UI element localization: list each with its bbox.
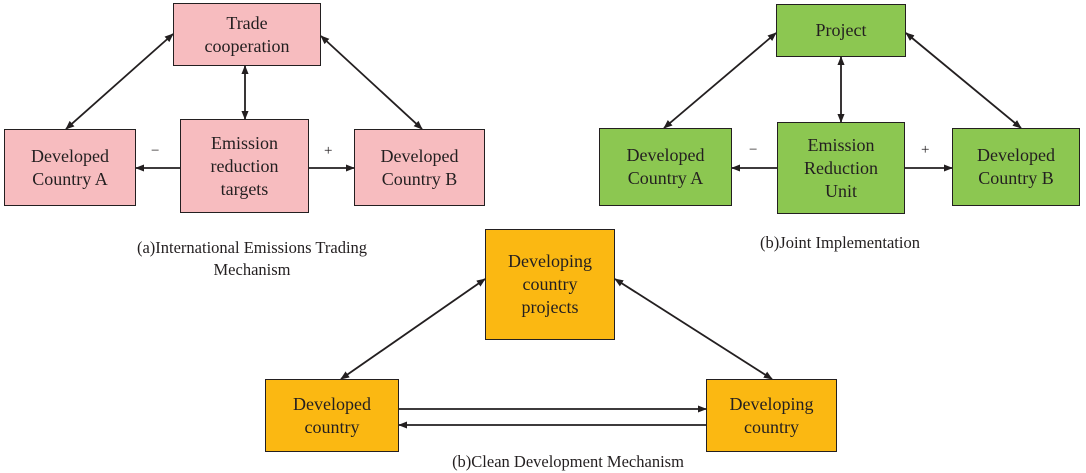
developing-country-box: Developing country — [706, 379, 837, 452]
plus-sign-b: + — [921, 142, 930, 158]
trade-cooperation-box: Trade cooperation — [173, 3, 321, 66]
developed-country-box: Developed country — [265, 379, 399, 452]
developed-country-a-box-b: Developed Country A — [599, 128, 732, 206]
developing-country-projects-box: Developing country projects — [485, 229, 615, 340]
developed-country-b-box: Developed Country B — [354, 129, 485, 206]
caption-b: (b)Joint Implementation — [760, 233, 920, 252]
emission-reduction-unit-box: Emission Reduction Unit — [777, 122, 905, 214]
arrow-project-to-country-a — [663, 32, 777, 129]
caption-a: (a)International Emissions Trading Mecha… — [136, 238, 368, 279]
arrow-projects-to-developing — [614, 278, 773, 380]
arrow-trade-to-country-a — [65, 33, 174, 130]
caption-c: (b)Clean Development Mechanism — [452, 452, 684, 471]
project-box: Project — [776, 4, 906, 57]
arrow-projects-to-developed — [340, 278, 486, 380]
minus-sign-a: − — [151, 143, 160, 159]
developed-country-a-box: Developed Country A — [4, 129, 136, 206]
emission-reduction-targets-box: Emission reduction targets — [180, 119, 309, 213]
minus-sign-b: − — [749, 142, 758, 158]
plus-sign-a: + — [324, 143, 333, 159]
arrow-trade-to-country-b — [320, 35, 423, 130]
developed-country-b-box-b: Developed Country B — [952, 128, 1080, 206]
arrow-project-to-country-b — [905, 32, 1022, 129]
